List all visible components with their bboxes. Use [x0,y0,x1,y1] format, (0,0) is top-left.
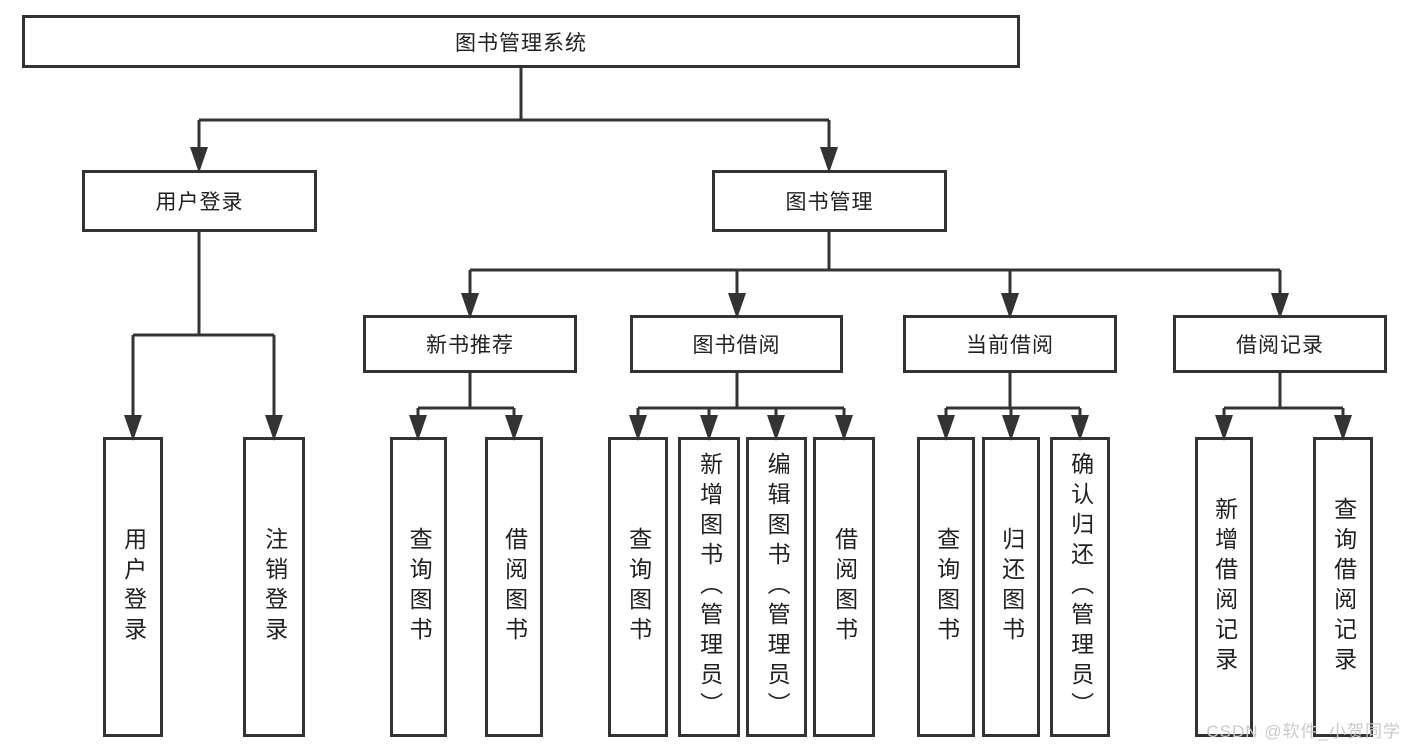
leaf-borrow-edit-book-admin-label: 编辑图书（管理员） [764,452,791,722]
leaf-user-login-label: 用户登录 [120,527,147,647]
leaf-record-query-record: 查询借阅记录 [1313,437,1373,737]
leaf-record-add-record-label: 新增借阅记录 [1211,497,1238,677]
leaf-borrow-add-book-admin-label: 新增图书（管理员） [696,452,723,722]
leaf-record-add-record: 新增借阅记录 [1195,437,1253,737]
leaf-borrow-borrow-book-label: 借阅图书 [831,527,858,647]
csdn-watermark: CSDN @软件_小贺同学 [1206,722,1401,741]
leaf-newbook-query-book-label: 查询图书 [406,527,433,647]
leaf-borrow-add-book-admin: 新增图书（管理员） [678,437,740,737]
leaf-borrow-query-book-label: 查询图书 [625,527,652,647]
node-user-login: 用户登录 [82,170,317,232]
node-book-borrow: 图书借阅 [630,315,843,373]
leaf-current-confirm-return-admin-label: 确认归还（管理员） [1067,452,1094,722]
leaf-current-query-book: 查询图书 [917,437,975,737]
leaf-current-confirm-return-admin: 确认归还（管理员） [1050,437,1110,737]
leaf-user-login: 用户登录 [103,437,163,737]
leaf-current-query-book-label: 查询图书 [933,527,960,647]
leaf-record-query-record-label: 查询借阅记录 [1330,497,1357,677]
node-root: 图书管理系统 [22,15,1020,68]
leaf-logout-login-label: 注销登录 [261,527,288,647]
leaf-borrow-borrow-book: 借阅图书 [813,437,875,737]
node-borrow-record: 借阅记录 [1173,315,1387,373]
leaf-current-return-book-label: 归还图书 [998,527,1025,647]
leaf-newbook-borrow-book: 借阅图书 [485,437,543,737]
node-current-borrow: 当前借阅 [903,315,1117,373]
leaf-newbook-query-book: 查询图书 [390,437,447,737]
leaf-logout-login: 注销登录 [243,437,305,737]
leaf-borrow-edit-book-admin: 编辑图书（管理员） [746,437,807,737]
leaf-newbook-borrow-book-label: 借阅图书 [501,527,528,647]
node-book-management: 图书管理 [712,170,947,232]
leaf-borrow-query-book: 查询图书 [608,437,668,737]
leaf-current-return-book: 归还图书 [982,437,1040,737]
node-new-book-recommend: 新书推荐 [363,315,577,373]
